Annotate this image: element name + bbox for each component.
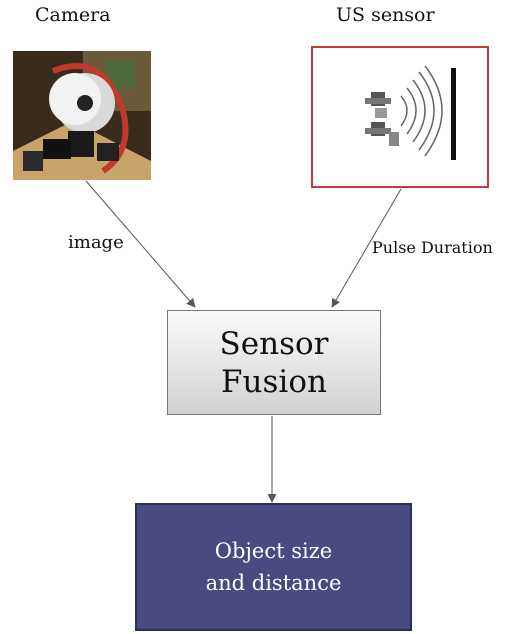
camera-image <box>13 51 151 180</box>
robot-photo-icon <box>13 51 151 180</box>
result-line-2: and distance <box>205 571 342 595</box>
result-line-1: Object size <box>214 539 333 563</box>
us-sensor-title: US sensor <box>336 4 435 26</box>
us-to-fusion-arrow <box>331 188 402 308</box>
camera-to-fusion-arrow <box>85 180 196 308</box>
us-sensor-box <box>311 46 489 188</box>
image-edge-label: image <box>68 232 124 253</box>
object-size-distance-box: Object size and distance <box>135 503 412 631</box>
pulse-duration-edge-label: Pulse Duration <box>372 238 493 257</box>
camera-title: Camera <box>35 4 111 26</box>
fusion-line-2: Fusion <box>221 363 327 400</box>
ultrasonic-sensor-icon <box>365 65 456 160</box>
fusion-line-1: Sensor <box>219 325 329 362</box>
sensor-fusion-box: Sensor Fusion <box>167 310 381 415</box>
